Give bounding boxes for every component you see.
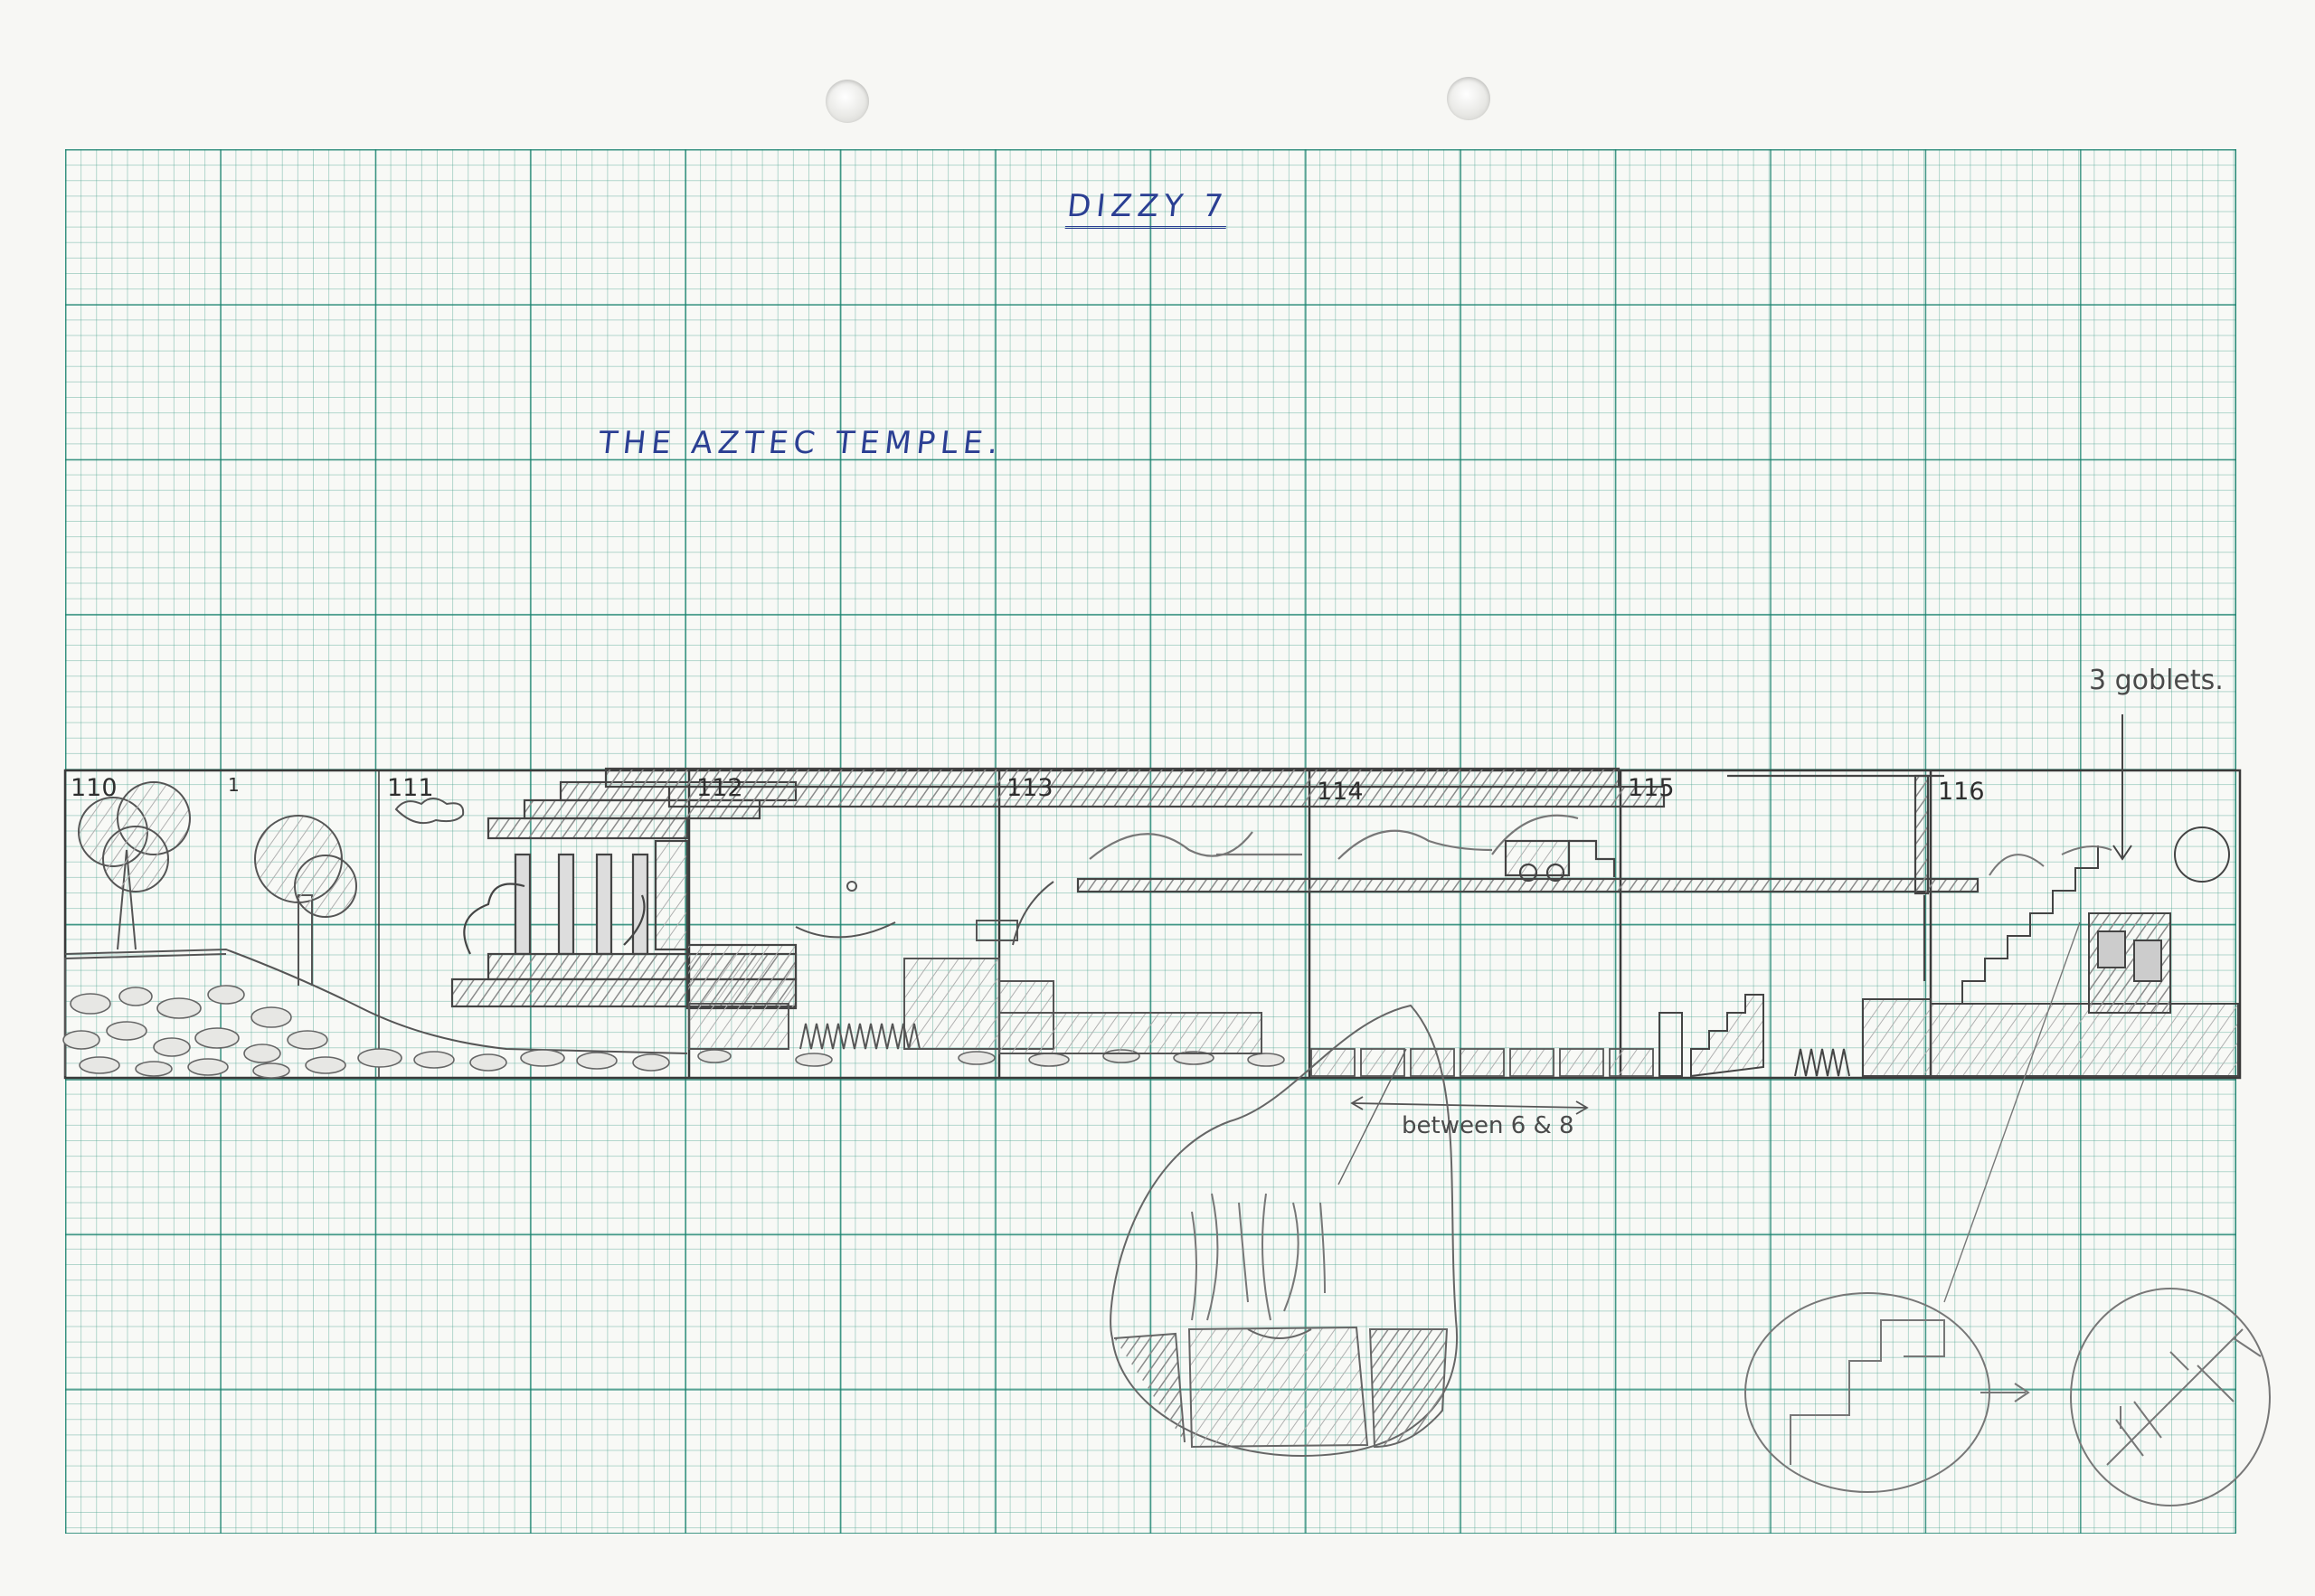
room-number-112: 112 xyxy=(696,774,743,802)
room-number-115: 115 xyxy=(1628,774,1675,802)
room-number-116: 116 xyxy=(1938,778,1985,806)
mid-terrain xyxy=(688,881,1262,1054)
detail-circle-fire xyxy=(1110,1004,1459,1458)
graph-grid xyxy=(65,149,2236,1534)
room-number-111: 111 xyxy=(387,774,434,802)
upper-ledge xyxy=(1076,774,1980,981)
forest-area xyxy=(64,781,688,1076)
room-number-113: 113 xyxy=(1006,774,1054,802)
detail-circle-stairs xyxy=(1744,921,2271,1506)
goblets-note: 3 goblets. xyxy=(2089,665,2224,696)
punch-hole-left xyxy=(826,80,869,123)
room-number-114: 114 xyxy=(1317,778,1364,806)
punch-hole-right xyxy=(1447,77,1490,120)
room-number-1: 1 xyxy=(228,774,240,796)
distance-arrow xyxy=(1350,1096,1589,1115)
between-note: between 6 & 8 xyxy=(1402,1112,1574,1139)
room-number-110: 110 xyxy=(71,774,118,802)
brick-floor xyxy=(1310,1048,1654,1077)
aztec-temple xyxy=(450,767,1666,1010)
stone-ground xyxy=(62,985,1285,1079)
temple-stairs xyxy=(1658,714,2239,1078)
